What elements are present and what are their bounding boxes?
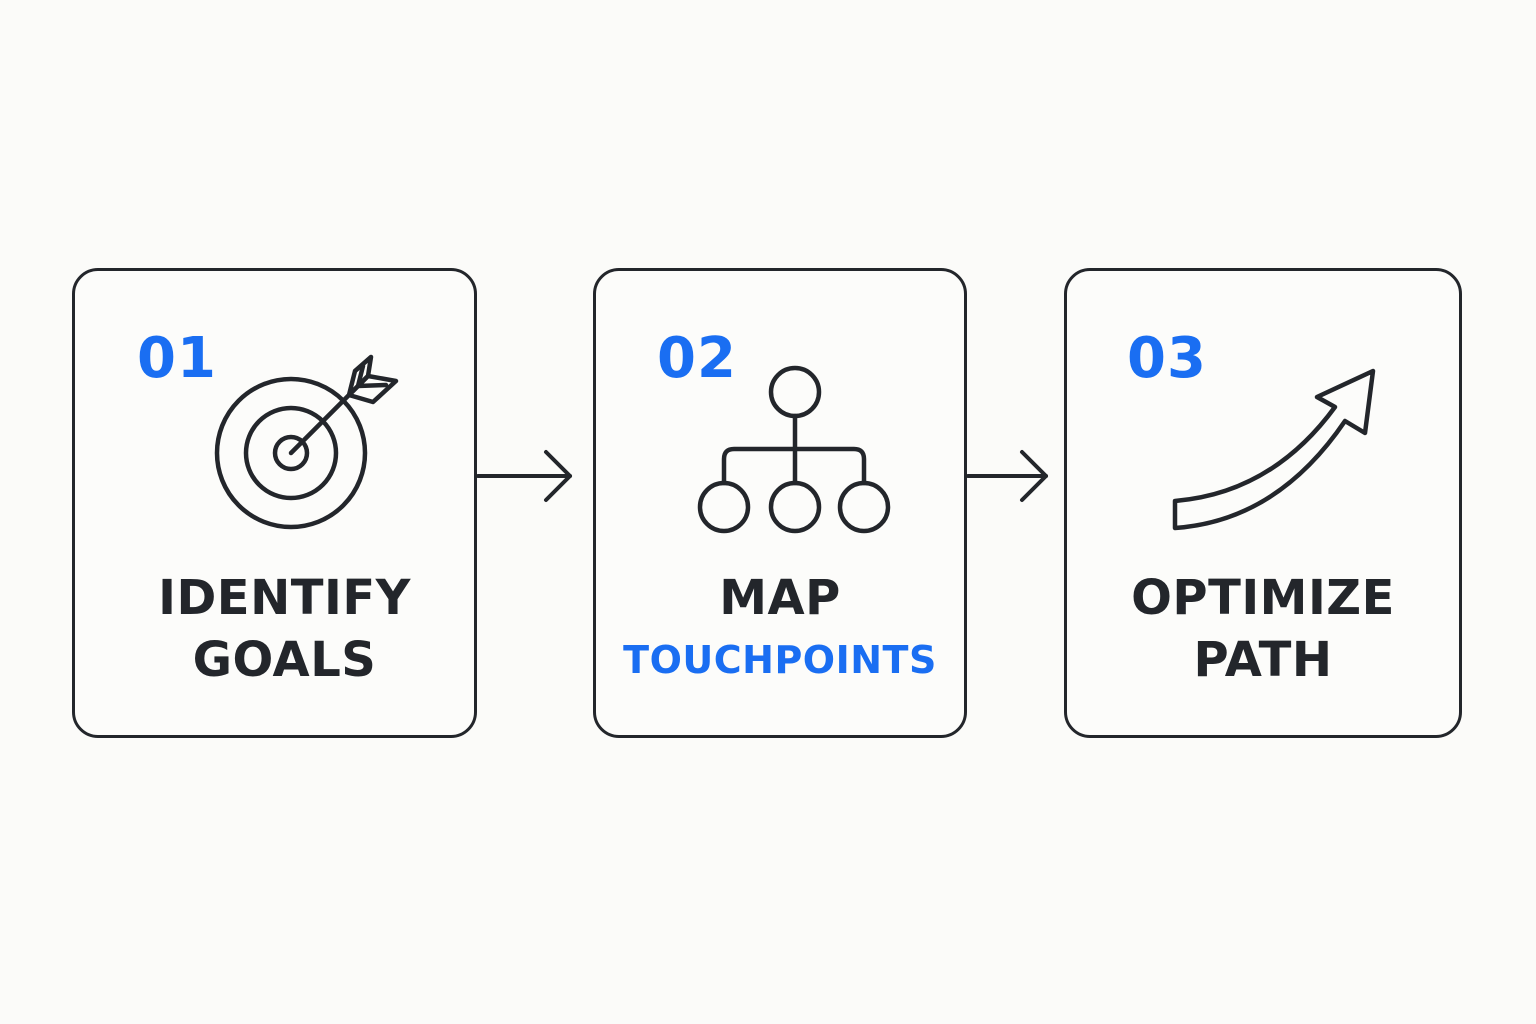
step-title-line-1: OPTIMIZE <box>1131 570 1395 626</box>
step-title-line-2: TOUCHPOINTS <box>623 638 937 682</box>
step-title-line-2: GOALS <box>192 632 377 688</box>
step-title-line-2: PATH <box>1193 632 1333 688</box>
target-arrow-icon <box>214 354 399 530</box>
step-title-line-1: MAP <box>719 570 841 626</box>
step-number: 03 <box>1127 326 1207 391</box>
flow-arrow-icon <box>966 450 1048 502</box>
step-title: OPTIMIZE PATH <box>1067 567 1459 691</box>
step-card-optimize-path: 03 OPTIMIZE PATH <box>1064 268 1462 738</box>
flow-arrow-icon <box>476 450 572 502</box>
upward-curve-arrow-icon <box>1172 368 1376 531</box>
step-card-map-touchpoints: 02 MAP TOUCHPOINTS <box>593 268 967 738</box>
step-number: 02 <box>657 326 737 391</box>
step-number: 01 <box>137 326 217 391</box>
step-title: MAP TOUCHPOINTS <box>596 567 964 691</box>
step-title-line-1: IDENTIFY <box>158 570 411 626</box>
step-title: IDENTIFY GOALS <box>85 567 484 691</box>
hierarchy-icon <box>697 365 891 534</box>
step-card-identify-goals: 01 IDENTIFY GOALS <box>72 268 477 738</box>
